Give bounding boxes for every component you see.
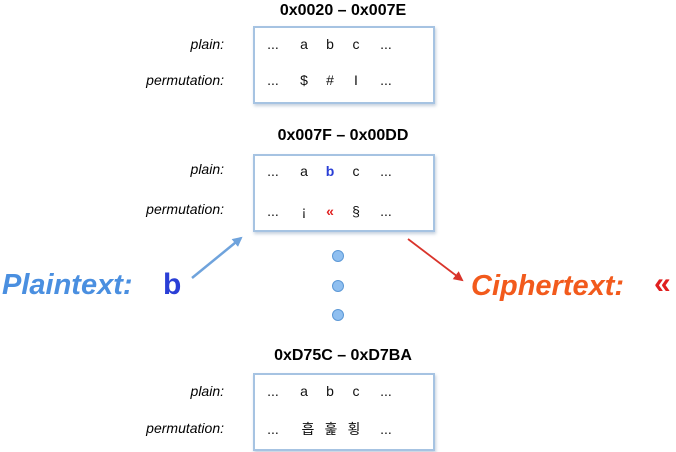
- block-3-permutation-cell: 흡: [301, 421, 315, 437]
- block-2-plain-cell: ...: [267, 163, 279, 179]
- plaintext-to-box-arrow-icon: [191, 236, 243, 279]
- box-to-ciphertext-arrow-icon: [407, 238, 464, 282]
- block-3-range-title: 0xD75C – 0xD7BA: [274, 347, 412, 364]
- ciphertext-label: Ciphertext:: [471, 270, 625, 302]
- block-3-permutation-cell: 횡: [347, 421, 361, 437]
- block-1-permutation-cell: ...: [380, 72, 392, 88]
- block-2-mapping-box: ... a b c ... ... ¡ « § ...: [253, 154, 435, 232]
- block-3-plain-cell: ...: [380, 383, 392, 399]
- block-1-range-title: 0x0020 – 0x007E: [279, 2, 407, 19]
- block-2-permutation-cell: §: [352, 203, 360, 219]
- block-2-plain-cell: a: [300, 163, 308, 179]
- block-3-permutation-cell: ...: [267, 421, 279, 437]
- ellipsis-dot-icon: [332, 280, 344, 292]
- block-3-plain-cell: ...: [267, 383, 279, 399]
- ellipsis-dot-icon: [332, 250, 344, 262]
- ellipsis-dot-icon: [332, 309, 344, 321]
- block-1-plain-cell: a: [300, 36, 308, 52]
- block-2-permutation-cell: ¡: [301, 203, 307, 219]
- block-2-range-title: 0x007F – 0x00DD: [277, 127, 409, 144]
- block-2-permutation-cell: ...: [380, 203, 392, 219]
- block-3-permutation-label: permutation:: [146, 420, 224, 436]
- block-3-plain-cell: b: [326, 383, 334, 399]
- block-2-permutation-cell: ...: [267, 203, 279, 219]
- block-1-permutation-cell: $: [300, 72, 308, 88]
- plaintext-char: b: [163, 268, 182, 301]
- block-1-plain-cell: c: [352, 36, 360, 52]
- block-1-permutation-cell: ...: [267, 72, 279, 88]
- block-1-plain-cell: ...: [380, 36, 392, 52]
- block-1-permutation-cell: #: [326, 72, 334, 88]
- block-3-plain-label: plain:: [190, 383, 224, 399]
- block-2-plain-cell-highlighted: b: [325, 163, 335, 179]
- plaintext-label: Plaintext:: [2, 269, 133, 301]
- block-1-plain-label: plain:: [190, 36, 224, 52]
- block-1-mapping-box: ... a b c ... ... $ # I ...: [253, 26, 435, 104]
- block-3-permutation-cell: ...: [380, 421, 392, 437]
- ciphertext-char: «: [654, 267, 671, 300]
- block-3-mapping-box: ... a b c ... ... 흡 훑 횡 ...: [253, 373, 435, 451]
- block-1-permutation-label: permutation:: [146, 72, 224, 88]
- block-2-permutation-cell-highlighted: «: [326, 203, 334, 219]
- block-2-plain-label: plain:: [190, 161, 224, 177]
- block-1-plain-cell: ...: [267, 36, 279, 52]
- block-3-plain-cell: a: [300, 383, 308, 399]
- block-2-plain-cell: ...: [380, 163, 392, 179]
- block-1-permutation-cell: I: [354, 72, 358, 88]
- block-3-permutation-cell: 훑: [324, 421, 338, 437]
- block-2-permutation-label: permutation:: [146, 201, 224, 217]
- block-2-plain-cell: c: [352, 163, 360, 179]
- block-1-plain-cell: b: [326, 36, 334, 52]
- block-3-plain-cell: c: [352, 383, 360, 399]
